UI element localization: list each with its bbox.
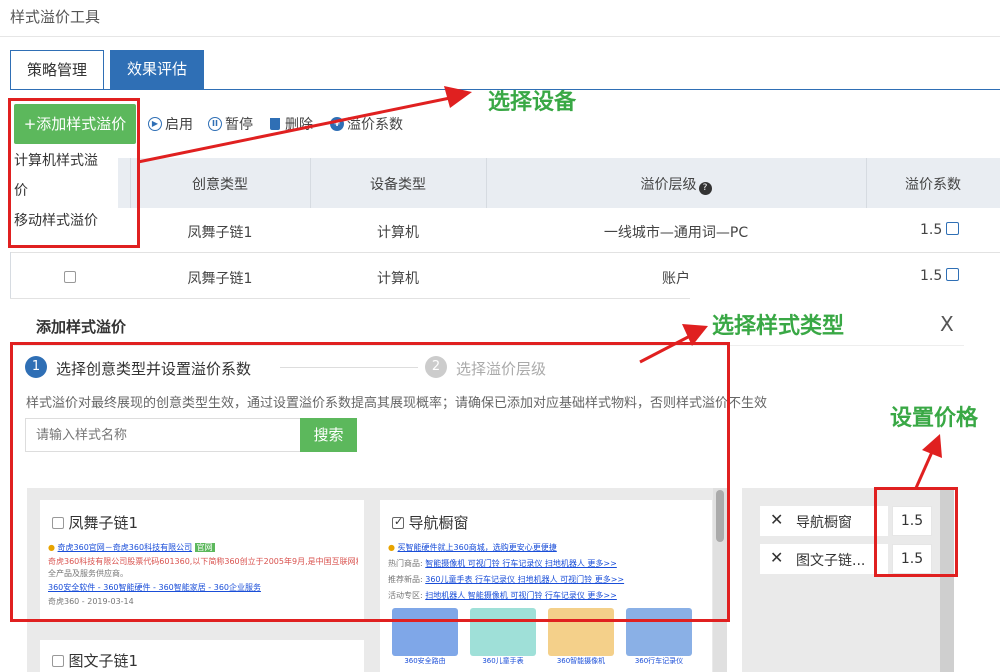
step2-badge: 2 — [425, 356, 447, 378]
pause-icon: II — [208, 117, 222, 131]
annotation-select-style: 选择样式类型 — [712, 314, 845, 339]
row-divider — [10, 298, 690, 299]
style-search-input[interactable] — [25, 418, 301, 452]
search-button[interactable]: 搜索 — [300, 418, 357, 452]
row2-coef: 1.5 — [920, 268, 960, 284]
selected-item: ✕ 导航橱窗 — [760, 506, 888, 536]
column-divider — [486, 158, 487, 208]
header-device-type: 设备类型 — [370, 177, 426, 193]
enable-button[interactable]: ▶ 启用 — [148, 114, 193, 134]
hint-text: 样式溢价对最终展现的创意类型生效，通过设置溢价系数提高其展现概率；请确保已添加对… — [26, 396, 768, 411]
annotation-set-price: 设置价格 — [890, 406, 979, 431]
snippet-title: 奇虎360官网－奇虎360科技有限公司 — [57, 543, 193, 552]
edit-icon[interactable] — [946, 268, 960, 281]
app-title: 样式溢价工具 — [10, 8, 101, 26]
header-premium-coef: 溢价系数 — [905, 177, 961, 193]
remove-icon[interactable]: ✕ — [770, 510, 784, 529]
style-card-nav-window[interactable]: 导航橱窗 ● 买智能硬件就上360商城，选购更安心更便捷 热门商品: 智能摄像机… — [380, 500, 712, 672]
column-divider — [310, 158, 311, 208]
row1-device: 计算机 — [377, 225, 419, 241]
column-divider — [130, 158, 131, 208]
card-name: 凤舞子链1 — [68, 514, 138, 532]
close-icon[interactable]: X — [940, 312, 954, 336]
column-divider — [866, 158, 867, 208]
modal-divider — [14, 345, 964, 346]
price-input[interactable]: 1.5 — [892, 506, 932, 536]
row1-coef: 1.5 — [920, 222, 960, 238]
product-tile — [392, 608, 458, 656]
dropdown-item-pc[interactable]: 计算机样式溢 — [14, 153, 98, 169]
remove-icon[interactable]: ✕ — [770, 548, 784, 567]
row2-creative: 凤舞子链1 — [187, 271, 253, 287]
table-header — [10, 158, 1000, 208]
step1-label: 选择创意类型并设置溢价系数 — [56, 360, 252, 378]
tab-divider — [10, 89, 1000, 90]
selected-item: ✕ 图文子链... — [760, 544, 888, 574]
dropdown-item-mobile[interactable]: 移动样式溢价 — [14, 213, 98, 229]
pause-button[interactable]: II 暂停 — [208, 114, 253, 134]
annotation-select-device: 选择设备 — [488, 90, 577, 115]
product-tile — [626, 608, 692, 656]
play-icon: ▶ — [148, 117, 162, 131]
edit-icon[interactable] — [946, 222, 960, 235]
modal-title: 添加样式溢价 — [36, 318, 127, 336]
step1-badge: 1 — [25, 356, 47, 378]
scroll-thumb[interactable] — [716, 490, 724, 542]
annotation-box-style — [10, 342, 730, 622]
dropdown-item-pc-cont[interactable]: 价 — [14, 183, 28, 199]
product-tile — [548, 608, 614, 656]
card-name: 图文子链1 — [68, 652, 138, 670]
step2-label: 选择溢价层级 — [456, 360, 547, 378]
help-icon: ? — [698, 182, 712, 195]
card-checkbox[interactable] — [52, 655, 64, 667]
style-card-fengwu[interactable]: 凤舞子链1 ● 奇虎360官网－奇虎360科技有限公司 官网 奇虎360科技有限… — [40, 500, 364, 620]
table-border — [10, 252, 11, 298]
style-card-image-text[interactable]: 图文子链1 — [40, 640, 364, 672]
card-name: 导航橱窗 — [408, 514, 469, 532]
title-divider — [0, 36, 1000, 37]
product-tile — [470, 608, 536, 656]
price-input[interactable]: 1.5 — [892, 544, 932, 574]
tab-effect-evaluation[interactable]: 效果评估 — [110, 50, 204, 90]
step-connector — [280, 367, 418, 368]
header-premium-level: 溢价层级? — [486, 174, 866, 195]
row2-checkbox[interactable] — [64, 270, 76, 286]
card-checkbox[interactable] — [52, 517, 64, 529]
add-style-dropdown: 计算机样式溢 价 移动样式溢价 — [8, 146, 118, 244]
annotation-box-price — [874, 487, 958, 577]
annotation-box-device — [8, 98, 140, 248]
tab-strategy-management[interactable]: 策略管理 — [10, 50, 104, 90]
trash-icon — [270, 118, 280, 130]
row2-level: 账户 — [662, 271, 690, 287]
row-divider — [10, 252, 1000, 253]
header-creative-type: 创意类型 — [192, 177, 248, 193]
row2-device: 计算机 — [377, 271, 419, 287]
card-checkbox-checked[interactable] — [392, 515, 404, 529]
row1-level: 一线城市—通用词—PC — [603, 225, 749, 241]
selected-scrollbar[interactable] — [940, 488, 954, 672]
add-style-premium-button[interactable]: +添加样式溢价 — [14, 104, 136, 144]
row1-creative: 凤舞子链1 — [187, 225, 253, 241]
